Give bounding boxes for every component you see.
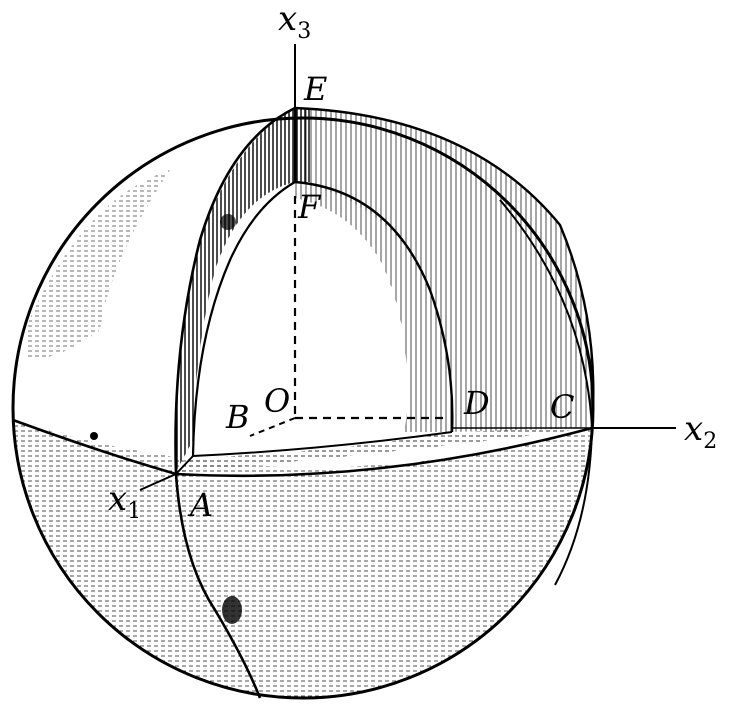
point-label-c: C [550, 388, 574, 426]
x1-axis [139, 473, 177, 491]
ink-blot-1 [90, 432, 98, 440]
axis-label-x1: x1 [108, 479, 141, 524]
front-meridian [174, 106, 296, 699]
point-label-e: E [303, 70, 327, 108]
axis-label-x3: x3 [278, 0, 311, 44]
point-label-d: D [463, 384, 490, 422]
inner-arc-bf [191, 181, 296, 457]
inner-arc-fd [294, 180, 454, 433]
inner-arc-bd [192, 431, 453, 457]
point-label-o: O [264, 382, 290, 420]
cutaway-ridge-wall [295, 108, 312, 182]
dashed-ob [249, 417, 296, 437]
point-label-a: A [187, 486, 213, 524]
edge-ob-floor [175, 455, 194, 475]
upper-left-shading [25, 170, 170, 360]
ink-blot-3 [220, 214, 236, 230]
inner-shell-shading [295, 182, 453, 432]
point-label-b: B [225, 398, 250, 436]
point-label-f: F [297, 188, 322, 226]
ink-blot-2 [222, 596, 242, 624]
axis-label-x2: x2 [684, 409, 717, 454]
cutaway-floor [176, 428, 590, 472]
lower-hemisphere-shading [13, 420, 593, 698]
cutaway-back-wall [295, 108, 592, 432]
back-meridian [499, 199, 594, 586]
cutaway-left-wall [175, 108, 295, 472]
equator [12, 418, 593, 478]
right-meridian [294, 106, 595, 429]
